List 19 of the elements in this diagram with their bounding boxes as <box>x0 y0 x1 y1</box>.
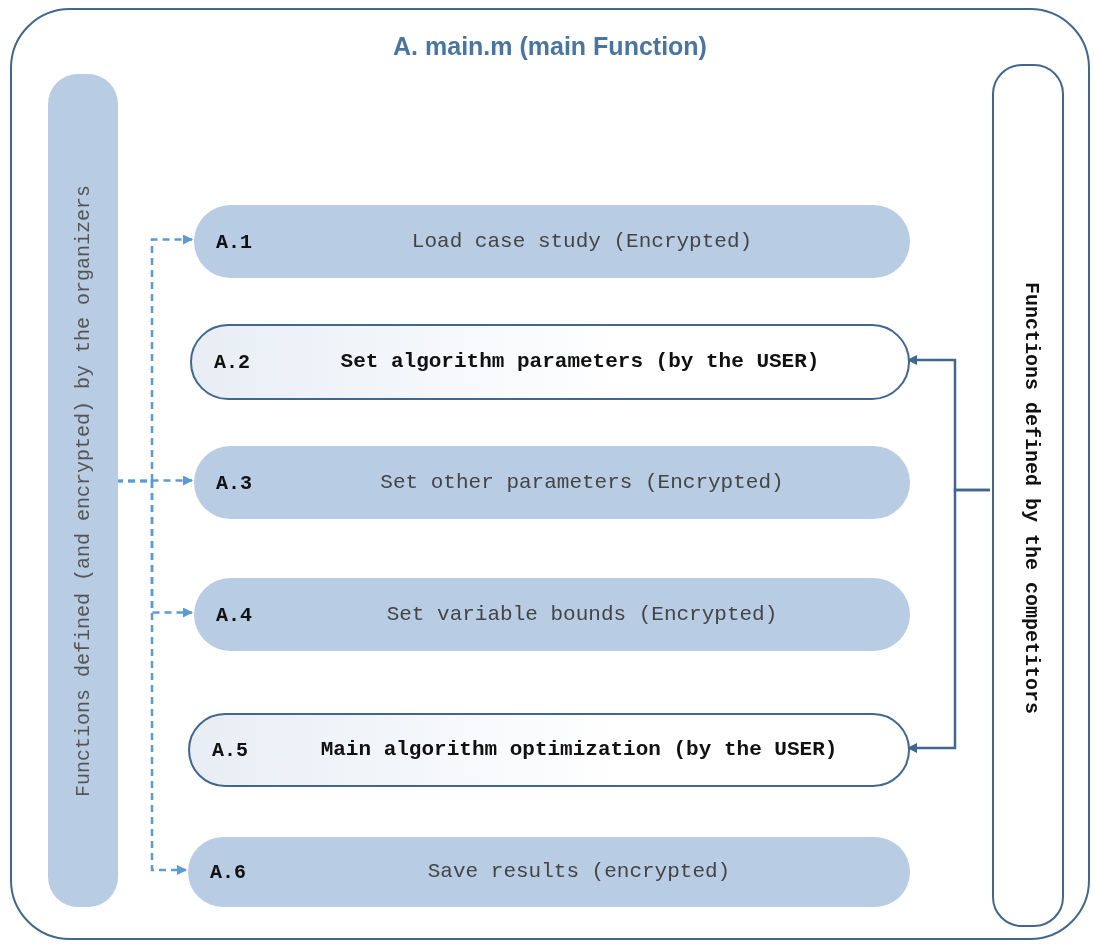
step-number: A.6 <box>210 860 246 884</box>
frame <box>10 8 1090 940</box>
step-text: Set algorithm parameters (by the USER) <box>339 349 821 375</box>
step-text: Save results (encrypted) <box>426 859 732 885</box>
step-number: A.3 <box>216 471 252 494</box>
step-number: A.2 <box>214 350 250 374</box>
side-band <box>992 64 1064 927</box>
band-label: Functions defined by the competitors <box>1018 280 1043 716</box>
title: A. main.m (main Function) <box>392 32 708 61</box>
step-number: A.1 <box>216 230 252 253</box>
step-number: A.4 <box>216 603 252 626</box>
band-label: Functions defined (and encrypted) by the organizers <box>70 183 95 799</box>
step-text: Set other parameters (Encrypted) <box>379 469 785 496</box>
step-text: Main algorithm optimization (by the USER) <box>319 737 839 763</box>
side-band <box>48 74 118 907</box>
step-number: A.5 <box>212 738 248 762</box>
step-text: Load case study (Encrypted) <box>410 228 754 255</box>
step-text: Set variable bounds (Encrypted) <box>385 601 779 628</box>
arrow <box>116 479 187 875</box>
